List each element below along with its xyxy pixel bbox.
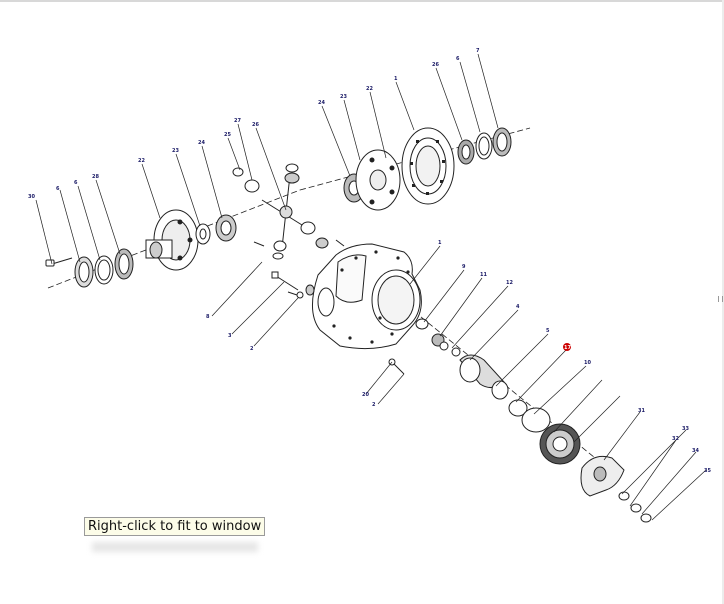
callout-9[interactable]: 9: [462, 264, 466, 270]
callout-34[interactable]: 34: [692, 448, 699, 454]
case-half-right: [343, 149, 401, 211]
callout-30[interactable]: 30: [28, 194, 35, 200]
callout-7[interactable]: 7: [476, 48, 480, 54]
leader-lines: [35, 53, 707, 521]
case-half-left: [145, 209, 199, 271]
left-bearing-set: [74, 248, 134, 288]
callout-8[interactable]: 8: [206, 314, 210, 320]
scroll-grip[interactable]: [718, 296, 723, 302]
callout-1a[interactable]: 1: [394, 76, 398, 82]
callout-11[interactable]: 11: [480, 272, 487, 278]
callout-24b[interactable]: 24: [318, 100, 325, 106]
callout-35[interactable]: 35: [704, 468, 711, 474]
callout-27[interactable]: 27: [234, 118, 241, 124]
studs: [271, 271, 405, 375]
callout-12[interactable]: 12: [506, 280, 513, 286]
hint-shadow: [92, 542, 258, 552]
right-bearing-set: [457, 127, 512, 165]
callout-31[interactable]: 31: [638, 408, 645, 414]
fit-to-window-hint: Right-click to fit to window: [84, 517, 266, 536]
callout-22a[interactable]: 22: [138, 158, 145, 164]
callout-6a[interactable]: 6: [56, 186, 60, 192]
callout-1b[interactable]: 1: [438, 240, 442, 246]
callout-6b[interactable]: 6: [74, 180, 78, 186]
yoke: [580, 455, 625, 497]
callout-3[interactable]: 3: [228, 333, 232, 339]
callout-2b[interactable]: 2: [372, 402, 376, 408]
end-hardware: [618, 491, 652, 523]
callout-33[interactable]: 33: [682, 426, 689, 432]
callout-17-marker: [563, 343, 571, 351]
callout-20[interactable]: 20: [362, 392, 369, 398]
bolt-30: [45, 257, 73, 267]
callout-25[interactable]: 25: [224, 132, 231, 138]
ring-gear: [401, 127, 455, 205]
callout-23b[interactable]: 23: [340, 94, 347, 100]
callout-22b[interactable]: 22: [366, 86, 373, 92]
callout-17[interactable]: 17: [564, 345, 571, 351]
callout-6c[interactable]: 6: [456, 56, 460, 62]
callout-32[interactable]: 32: [672, 436, 679, 442]
callout-labels: 30 6 6 28 22 23 24 25 27 26 24 23 22 1 2…: [28, 48, 711, 474]
callout-28[interactable]: 28: [92, 174, 99, 180]
callout-5[interactable]: 5: [546, 328, 550, 334]
carrier-housing: [305, 243, 422, 350]
top-border: [0, 0, 724, 2]
callout-2a[interactable]: 2: [250, 346, 254, 352]
spider-assembly: [232, 163, 345, 260]
side-gear-left: [195, 214, 237, 245]
callout-23a[interactable]: 23: [172, 148, 179, 154]
callout-10[interactable]: 10: [584, 360, 591, 366]
callout-4a[interactable]: 4: [516, 304, 520, 310]
bearing-cage: [539, 423, 581, 465]
callout-26a[interactable]: 26: [252, 122, 259, 128]
callout-26b[interactable]: 26: [432, 62, 439, 68]
callout-24a[interactable]: 24: [198, 140, 205, 146]
pinion-stack: [415, 318, 551, 433]
right-border: [722, 0, 724, 604]
